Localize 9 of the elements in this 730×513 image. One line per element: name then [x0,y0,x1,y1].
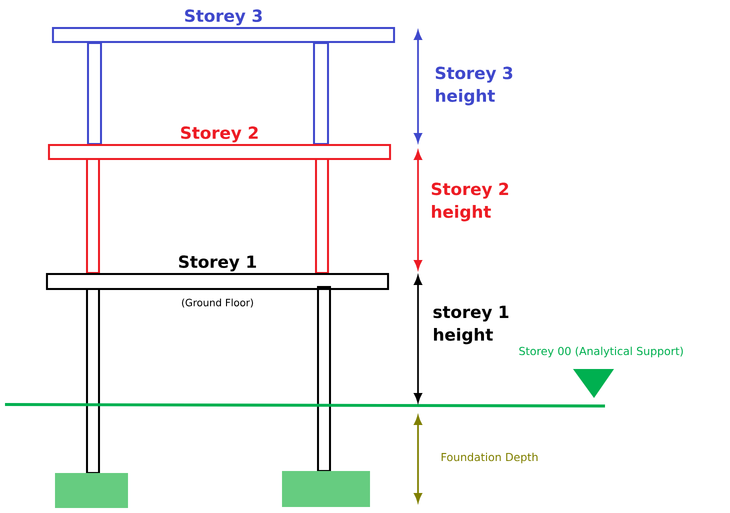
dimension-label: Storey 00 (Analytical Support) [519,346,683,358]
dimension-label: Storey 2 height [432,182,508,222]
dimension-label: Foundation Depth [442,452,538,464]
dimension-label: storey 1 height [433,306,508,344]
dimension-label: Storey 3 height [436,66,512,106]
storey-label: Storey 1 [179,255,256,272]
slab-note: (Ground Floor) [182,298,253,308]
storey-label: Storey 3 [185,9,262,26]
storey-label: Storey 2 [181,126,258,142]
